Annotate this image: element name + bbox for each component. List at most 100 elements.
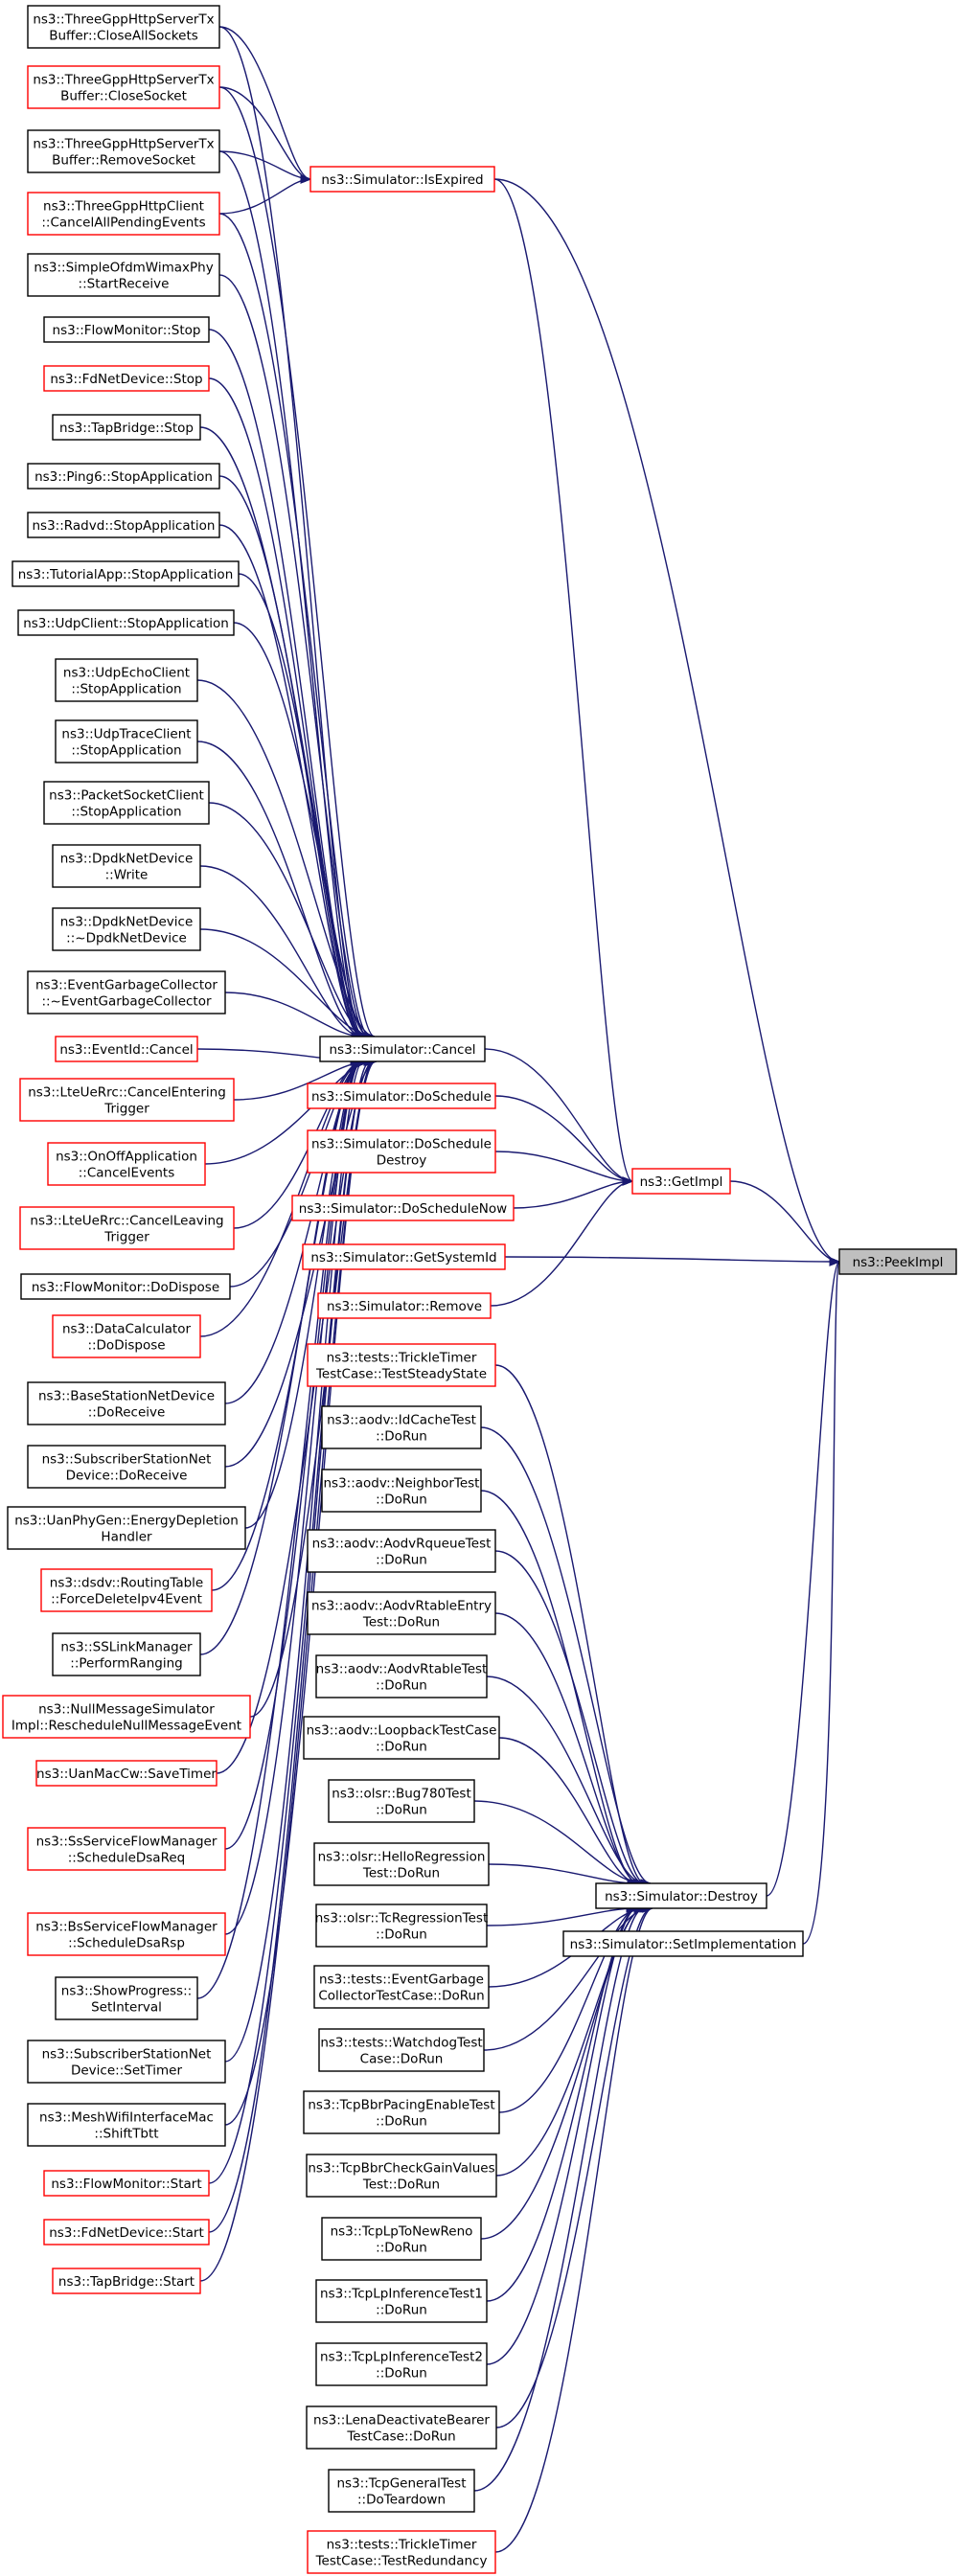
node-flowmonitorstart[interactable]: ns3::FlowMonitor::Start <box>43 2170 210 2197</box>
node-sslink[interactable]: ns3::SSLinkManager::PerformRanging <box>52 1632 201 1676</box>
node-label: ns3::aodv::NeighborTest <box>324 1476 480 1492</box>
node-cancel[interactable]: ns3::Simulator::Cancel <box>319 1036 486 1062</box>
node-label: ns3::FlowMonitor::DoDispose <box>32 1280 219 1295</box>
node-aodvneighbor[interactable]: ns3::aodv::NeighborTest::DoRun <box>321 1469 482 1513</box>
node-label: Impl::RescheduleNullMessageEvent <box>11 1719 241 1734</box>
node-datacalcdispose[interactable]: ns3::DataCalculator::DoDispose <box>52 1314 201 1358</box>
node-olsrtc[interactable]: ns3::olsr::TcRegressionTest::DoRun <box>315 1904 489 1948</box>
node-fdnetdevicestop[interactable]: ns3::FdNetDevice::Stop <box>43 365 210 392</box>
node-label: ::DoRun <box>376 1429 427 1445</box>
node-bsservice[interactable]: ns3::BsServiceFlowManager::ScheduleDsaRs… <box>27 1912 226 1956</box>
node-onoffcancel[interactable]: ns3::OnOffApplication::CancelEvents <box>47 1142 206 1186</box>
edge-dpdkdtor-to-cancel <box>199 928 376 1041</box>
node-ping6stop[interactable]: ns3::Ping6::StopApplication <box>27 463 220 490</box>
node-box <box>562 1930 804 1957</box>
node-tcplpinf1[interactable]: ns3::TcpLpInferenceTest1::DoRun <box>315 2279 488 2323</box>
node-label: ns3::PeekImpl <box>853 1255 944 1270</box>
node-label: ns3::TutorialApp::StopApplication <box>18 567 234 582</box>
node-radvdstop[interactable]: ns3::Radvd::StopApplication <box>27 512 220 538</box>
node-box <box>27 512 220 538</box>
edge-destroy-to-peekimpl <box>766 1257 841 1897</box>
node-isexpired[interactable]: ns3::Simulator::IsExpired <box>309 166 495 193</box>
node-subscribertimer[interactable]: ns3::SubscriberStationNetDevice::SetTime… <box>27 2040 226 2084</box>
node-udpechostop[interactable]: ns3::UdpEchoClient::StopApplication <box>55 658 198 702</box>
node-tutorialstop[interactable]: ns3::TutorialApp::StopApplication <box>11 560 240 587</box>
node-doschedulenow[interactable]: ns3::Simulator::DoScheduleNow <box>291 1195 515 1221</box>
node-uanmaccw[interactable]: ns3::UanMacCw::SaveTimer <box>35 1760 218 1787</box>
node-aodvloopback[interactable]: ns3::aodv::LoopbackTestCase::DoRun <box>303 1716 500 1760</box>
node-dpdkwrite[interactable]: ns3::DpdkNetDevice::Write <box>52 844 201 888</box>
node-ssservice[interactable]: ns3::SsServiceFlowManager::ScheduleDsaRe… <box>27 1827 226 1871</box>
node-getimpl[interactable]: ns3::GetImpl <box>631 1168 731 1195</box>
node-tcpgeneral[interactable]: ns3::TcpGeneralTest::DoTeardown <box>328 2469 475 2513</box>
node-box <box>315 2279 488 2323</box>
node-flowmonitorstop[interactable]: ns3::FlowMonitor::Stop <box>43 316 210 343</box>
node-box <box>27 1445 226 1489</box>
node-box <box>631 1168 731 1195</box>
node-tcpbbrpacing[interactable]: ns3::TcpBbrPacingEnableTest::DoRun <box>303 2090 500 2134</box>
node-packetsocketstop[interactable]: ns3::PacketSocketClient::StopApplication <box>43 781 210 825</box>
node-box <box>47 1142 206 1186</box>
node-label: ns3::Simulator::DoSchedule <box>311 1137 492 1152</box>
node-udpclientstop[interactable]: ns3::UdpClient::StopApplication <box>17 609 235 636</box>
node-subscriberreceive[interactable]: ns3::SubscriberStationNetDevice::DoRecei… <box>27 1445 226 1489</box>
node-tcplpinf2[interactable]: ns3::TcpLpInferenceTest2::DoRun <box>315 2342 488 2386</box>
node-label: Case::DoRun <box>360 2052 444 2067</box>
node-aodvrqueue[interactable]: ns3::aodv::AodvRqueueTest::DoRun <box>307 1529 496 1573</box>
node-meshwifi[interactable]: ns3::MeshWifiInterfaceMac::ShiftTbtt <box>27 2103 226 2147</box>
node-label: ns3::FlowMonitor::Stop <box>53 323 201 338</box>
node-label: ns3::SubscriberStationNet <box>42 2047 212 2063</box>
node-label: ns3::LteUeRrc::CancelLeaving <box>30 1214 223 1229</box>
node-closeallsockets[interactable]: ns3::ThreeGppHttpServerTxBuffer::CloseAl… <box>27 5 220 49</box>
node-setimpl[interactable]: ns3::Simulator::SetImplementation <box>562 1930 804 1957</box>
node-basestationreceive[interactable]: ns3::BaseStationNetDevice::DoReceive <box>27 1381 226 1425</box>
node-label: ns3::DataCalculator <box>62 1322 192 1337</box>
node-tapbridgestart[interactable]: ns3::TapBridge::Start <box>52 2268 201 2294</box>
node-box <box>27 253 220 297</box>
node-tricklesteady[interactable]: ns3::tests::TrickleTimerTestCase::TestSt… <box>307 1343 496 1387</box>
node-tapbridgestop[interactable]: ns3::TapBridge::Stop <box>52 414 201 441</box>
node-box <box>315 2342 488 2386</box>
node-simpleofdm[interactable]: ns3::SimpleOfdmWimaxPhy::StartReceive <box>27 253 220 297</box>
node-label: ns3::LenaDeactivateBearer <box>313 2413 490 2428</box>
node-closesocket[interactable]: ns3::ThreeGppHttpServerTxBuffer::CloseSo… <box>27 65 220 109</box>
node-remove[interactable]: ns3::Simulator::Remove <box>317 1292 492 1319</box>
node-eventidcancel[interactable]: ns3::EventId::Cancel <box>55 1036 198 1062</box>
node-doschedule[interactable]: ns3::Simulator::DoSchedule <box>307 1083 496 1109</box>
node-eventgarbage[interactable]: ns3::EventGarbageCollector::~EventGarbag… <box>27 970 226 1014</box>
node-showprogress[interactable]: ns3::ShowProgress::SetInterval <box>55 1976 198 2020</box>
node-getsystemid[interactable]: ns3::Simulator::GetSystemId <box>302 1243 506 1270</box>
node-removesocket[interactable]: ns3::ThreeGppHttpServerTxBuffer::RemoveS… <box>27 129 220 173</box>
node-label: ns3::BsServiceFlowManager <box>35 1920 218 1935</box>
node-tcplptonew[interactable]: ns3::TcpLpToNewReno::DoRun <box>321 2217 482 2261</box>
node-aodvrtable[interactable]: ns3::aodv::AodvRtableTest::DoRun <box>315 1654 488 1698</box>
node-label: ns3::Radvd::StopApplication <box>33 518 216 534</box>
node-peekimpl[interactable]: ns3::PeekImpl <box>838 1248 957 1275</box>
node-label: ::StopApplication <box>71 805 181 820</box>
node-udptracestop[interactable]: ns3::UdpTraceClient::StopApplication <box>55 719 198 764</box>
node-dsdvforce[interactable]: ns3::dsdv::RoutingTable::ForceDeleteIpv4… <box>40 1568 213 1612</box>
node-trickleredundancy[interactable]: ns3::tests::TrickleTimerTestCase::TestRe… <box>307 2530 496 2574</box>
node-label: ns3::UdpEchoClient <box>63 666 190 681</box>
node-label: ns3::olsr::Bug780Test <box>332 1787 470 1802</box>
node-label: ns3::NullMessageSimulator <box>38 1702 215 1718</box>
node-nullmessage[interactable]: ns3::NullMessageSimulatorImpl::Reschedul… <box>2 1695 251 1739</box>
node-fdnetdevicestart[interactable]: ns3::FdNetDevice::Start <box>43 2219 210 2245</box>
node-olsrbug[interactable]: ns3::olsr::Bug780Test::DoRun <box>328 1779 475 1823</box>
node-eventgarbagetest[interactable]: ns3::tests::EventGarbageCollectorTestCas… <box>313 1965 490 2009</box>
node-destroy[interactable]: ns3::Simulator::Destroy <box>595 1882 767 1909</box>
node-dpdkdtor[interactable]: ns3::DpdkNetDevice::~DpdkNetDevice <box>52 907 201 951</box>
node-cancelallpending[interactable]: ns3::ThreeGppHttpClient::CancelAllPendin… <box>27 192 220 236</box>
node-aodvidcache[interactable]: ns3::aodv::IdCacheTest::DoRun <box>321 1405 482 1449</box>
node-label: ns3::TcpLpInferenceTest1 <box>320 2287 483 2302</box>
node-flowmonitordispose[interactable]: ns3::FlowMonitor::DoDispose <box>20 1273 231 1300</box>
